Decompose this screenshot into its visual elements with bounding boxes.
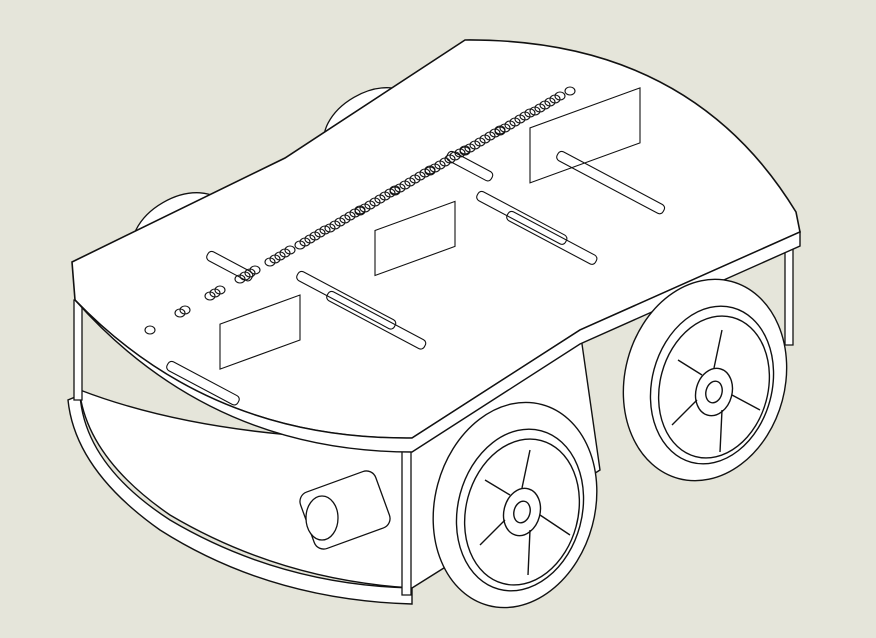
mount-hole	[145, 326, 155, 334]
mount-hole	[460, 146, 470, 154]
mount-hole	[555, 92, 565, 100]
mount-hole	[425, 166, 435, 174]
wheel-back-right	[601, 261, 808, 499]
top-plate-slots	[165, 88, 666, 407]
plate-slot	[505, 210, 598, 266]
plate-slot	[445, 150, 494, 182]
plate-slot	[295, 270, 397, 330]
mount-hole	[390, 186, 400, 194]
plate-slot	[205, 250, 254, 282]
motor	[297, 468, 393, 552]
wheel-front-right	[411, 384, 619, 626]
mount-hole	[525, 109, 535, 117]
top-plate-edge	[75, 232, 800, 452]
mount-hole	[320, 226, 330, 234]
top-plate-holes	[145, 87, 575, 334]
mount-hole	[285, 246, 295, 254]
plate-slot	[555, 150, 666, 215]
mount-hole	[180, 306, 190, 314]
plate-cutout	[530, 88, 640, 183]
mount-hole	[355, 206, 365, 214]
mount-hole	[495, 126, 505, 134]
plate-slot	[165, 360, 240, 406]
mount-hole	[565, 87, 575, 95]
mount-hole	[250, 266, 260, 274]
plate-cutout	[375, 201, 455, 275]
plate-slot	[475, 190, 568, 246]
plate-cutout	[220, 295, 300, 369]
plate-slot	[325, 290, 427, 350]
mount-hole	[215, 286, 225, 294]
